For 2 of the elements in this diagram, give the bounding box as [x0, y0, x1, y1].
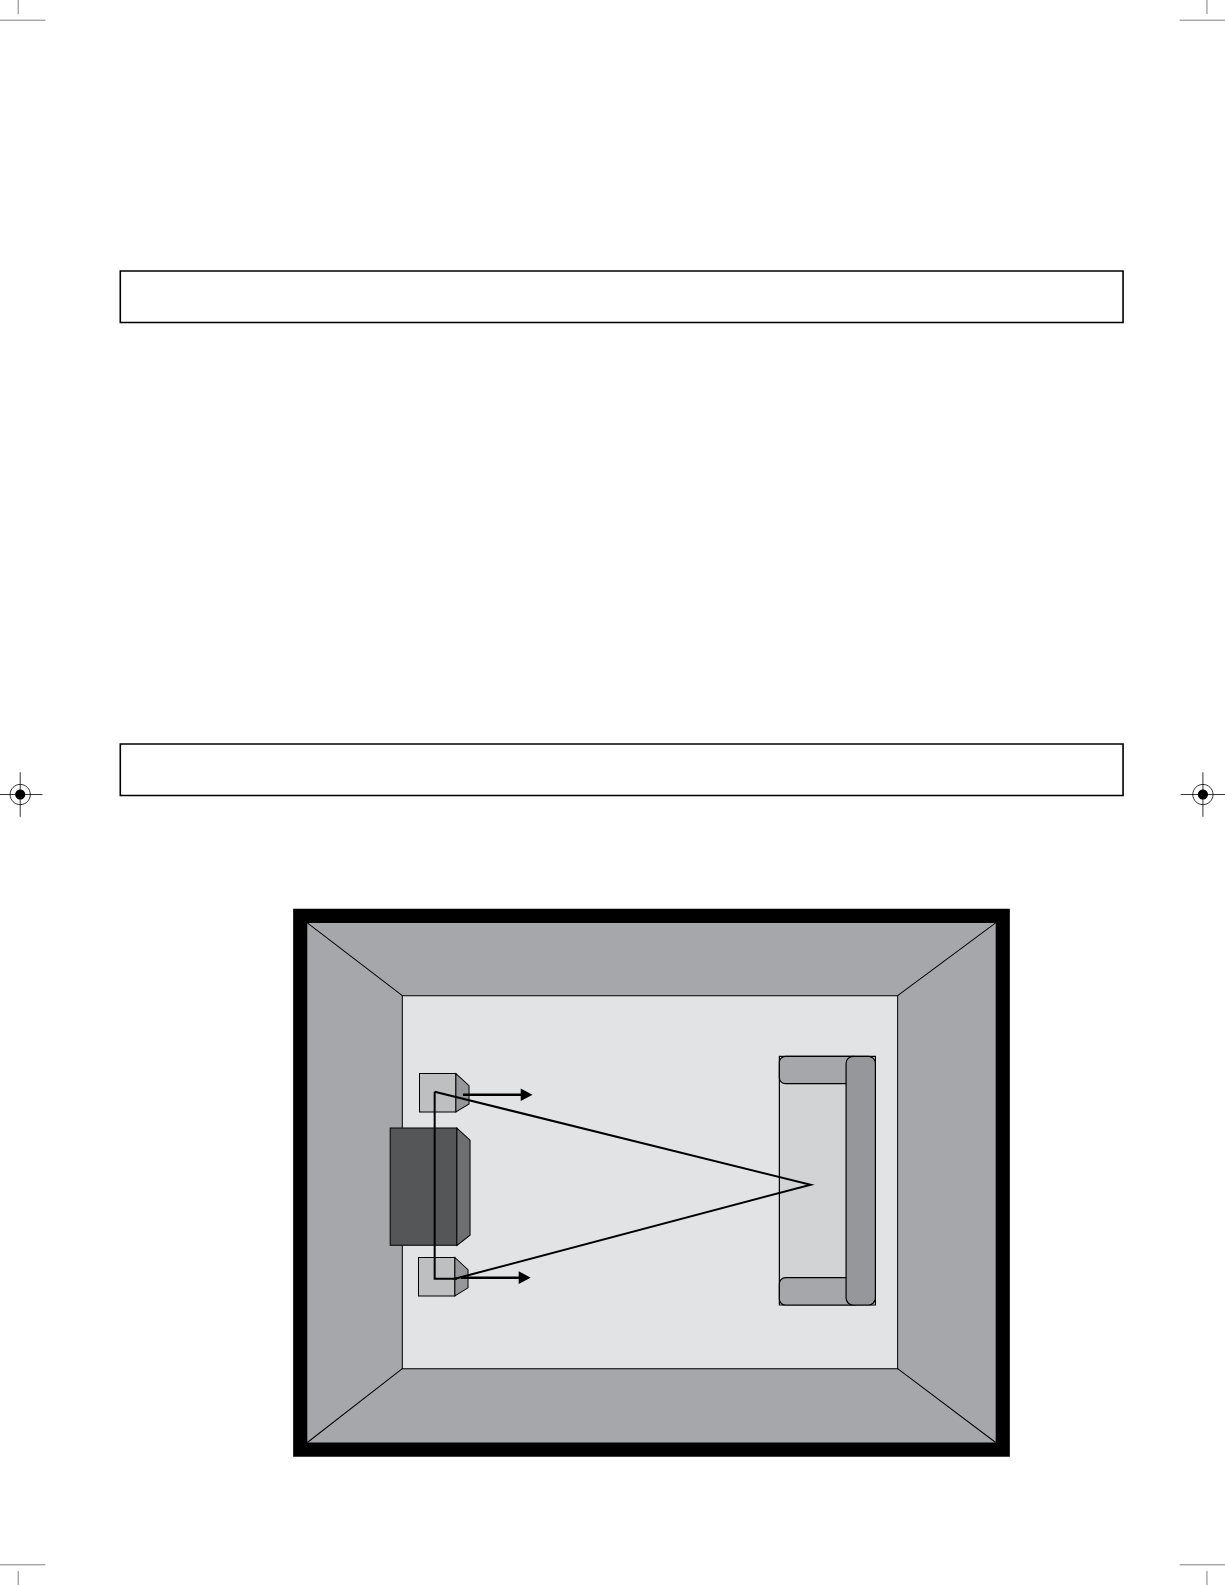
empty-box — [119, 270, 1124, 324]
empty-box — [119, 743, 1124, 797]
